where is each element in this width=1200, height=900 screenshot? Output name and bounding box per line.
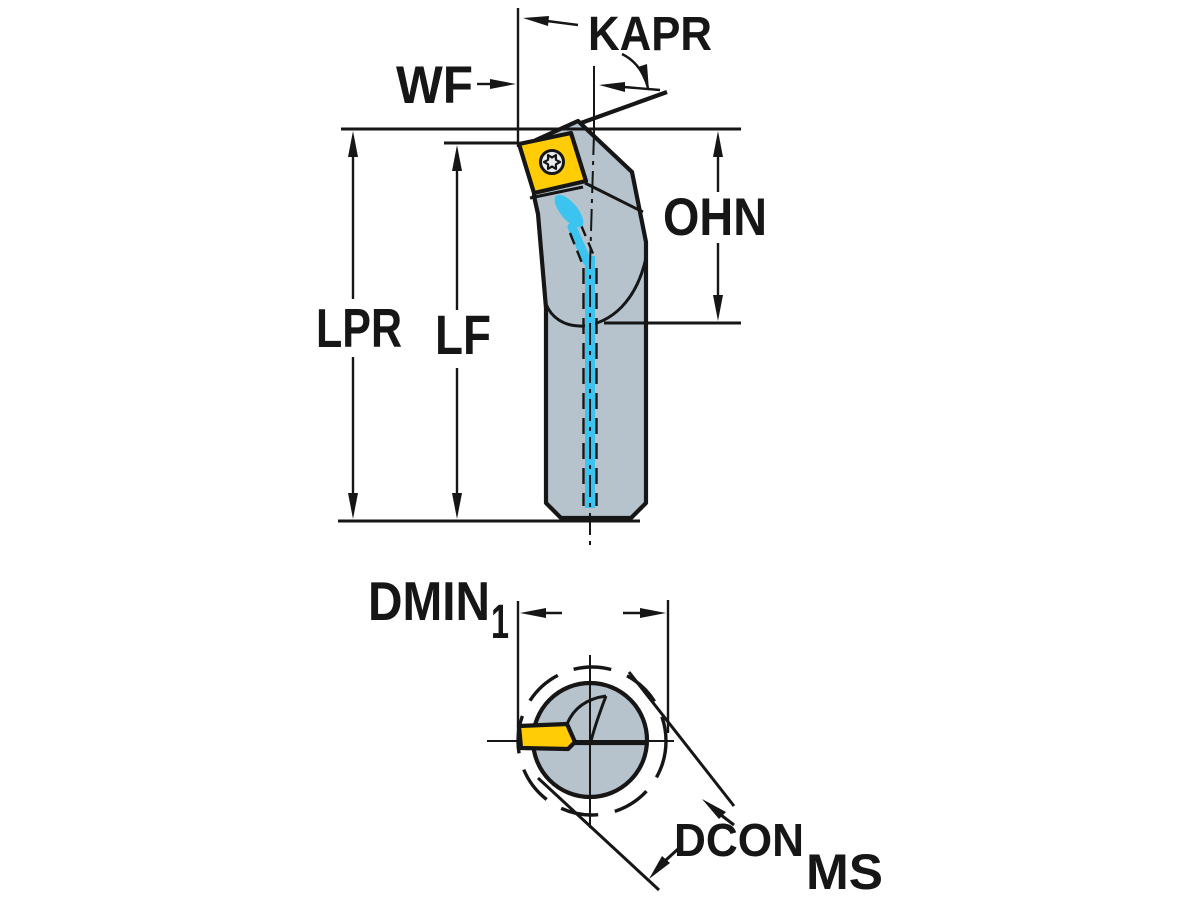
lpr-arrow-up bbox=[348, 131, 358, 157]
insert-end-view bbox=[516, 721, 578, 752]
wf-arrowhead bbox=[490, 79, 516, 89]
dcon-tangent-line-lower bbox=[536, 776, 661, 892]
ohn-arrow-up bbox=[713, 131, 723, 157]
coolant-bore-hidden-right bbox=[579, 224, 596, 257]
kapr-leader-arrowhead bbox=[638, 64, 649, 91]
dmin-subscript: 1 bbox=[491, 596, 509, 649]
lpr-arrow-down bbox=[348, 493, 358, 519]
pocket-edge-line bbox=[584, 181, 644, 214]
kapr-label: KAPR bbox=[588, 8, 712, 61]
insert-seat-line bbox=[529, 185, 584, 200]
dmin-arrow-left bbox=[520, 608, 546, 618]
lf-label: LF bbox=[435, 303, 491, 366]
cutting-edge-angle-line bbox=[580, 90, 668, 125]
kapr-arrow-left bbox=[523, 16, 549, 26]
dcon-tangent-line-upper bbox=[627, 671, 736, 807]
coolant-nozzle bbox=[554, 194, 584, 228]
coolant-bore-hidden-left bbox=[568, 232, 584, 264]
dcon-arrowhead-upper bbox=[702, 799, 726, 819]
dmin-dimension: DMIN 1 bbox=[368, 570, 670, 742]
lf-arrow-up bbox=[452, 145, 462, 171]
kapr-dimension: KAPR bbox=[523, 8, 712, 92]
lf-dimension: LF bbox=[435, 145, 491, 519]
dmin-label: DMIN bbox=[368, 570, 490, 632]
torx-star-icon bbox=[542, 154, 562, 170]
coolant-jet bbox=[567, 222, 592, 266]
dcon-dimension: DCON MS bbox=[536, 671, 883, 900]
dmin-arrow-right bbox=[640, 608, 666, 618]
wf-label: WF bbox=[396, 56, 473, 115]
shank-centerline bbox=[589, 132, 595, 545]
ohn-dimension: OHN bbox=[663, 131, 767, 321]
wf-dimension: WF bbox=[396, 56, 516, 115]
lf-arrow-down bbox=[452, 493, 462, 519]
end-view: DMIN 1 DCON MS bbox=[368, 570, 883, 900]
dcon-arrowhead-lower bbox=[649, 856, 670, 879]
kapr-arrow-vertex bbox=[599, 82, 625, 92]
side-view: KAPR WF OHN LPR bbox=[316, 8, 767, 545]
pocket-arc-end-view bbox=[565, 694, 607, 725]
dcon-subscript: MS bbox=[806, 844, 883, 900]
pocket-slant-end-view bbox=[589, 695, 608, 742]
lpr-label: LPR bbox=[316, 297, 402, 359]
dcon-label: DCON bbox=[674, 814, 804, 866]
ohn-arrow-down bbox=[713, 295, 723, 321]
ohn-label: OHN bbox=[663, 188, 767, 247]
lpr-dimension: LPR bbox=[316, 131, 402, 519]
